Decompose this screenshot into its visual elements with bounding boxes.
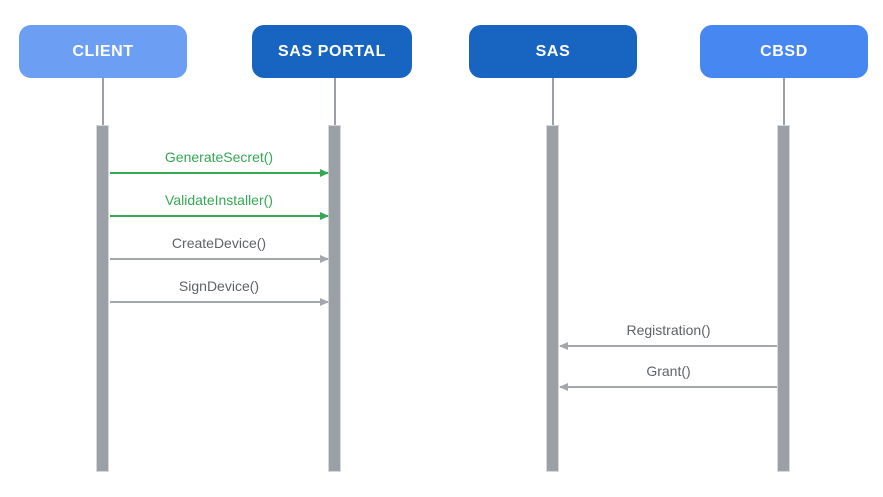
message-grant: Grant() <box>559 363 777 391</box>
message-create-device: CreateDevice() <box>110 235 329 263</box>
arrowhead-right-icon <box>320 168 329 177</box>
message-validate-installer: ValidateInstaller() <box>110 192 329 220</box>
message-label: Grant() <box>646 363 691 379</box>
arrow-line <box>110 301 328 303</box>
arrowhead-left-icon <box>559 341 568 350</box>
activation-bar-cbsd <box>777 125 790 472</box>
message-label: CreateDevice() <box>171 235 267 251</box>
message-label: GenerateSecret() <box>164 149 274 165</box>
arrow-line <box>110 171 328 174</box>
message-label: SignDevice() <box>178 278 260 294</box>
lifeline-sas <box>552 78 554 125</box>
arrowhead-right-icon <box>320 254 329 263</box>
lifeline-client <box>102 78 104 125</box>
arrow-line <box>110 214 328 217</box>
activation-bar-sas <box>546 125 559 472</box>
message-label: ValidateInstaller() <box>165 192 273 208</box>
message-registration: Registration() <box>559 322 777 350</box>
actor-client: CLIENT <box>19 25 187 78</box>
message-label: Registration() <box>626 322 711 338</box>
lifeline-sas-portal <box>334 78 336 125</box>
activation-bar-client <box>96 125 109 472</box>
arrow-line <box>560 386 777 388</box>
lifeline-cbsd <box>783 78 785 125</box>
actor-sas-portal: SAS PORTAL <box>252 25 412 78</box>
actor-cbsd: CBSD <box>700 25 868 78</box>
message-generate-secret: GenerateSecret() <box>110 149 329 177</box>
actor-sas: SAS <box>469 25 637 78</box>
arrow-line <box>560 345 777 347</box>
arrowhead-right-icon <box>320 211 329 220</box>
message-sign-device: SignDevice() <box>110 278 329 306</box>
arrow-line <box>110 258 328 260</box>
arrowhead-left-icon <box>559 382 568 391</box>
arrowhead-right-icon <box>320 297 329 306</box>
activation-bar-sas-portal <box>328 125 341 472</box>
